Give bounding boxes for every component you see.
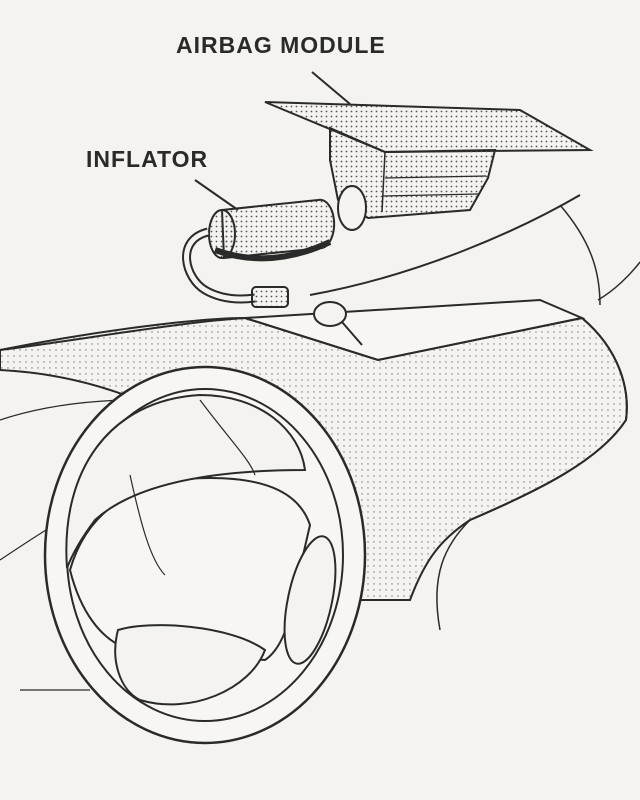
airbag-module-housing — [329, 126, 497, 220]
airbag-module-label: AIRBAG MODULE — [176, 32, 386, 58]
inflator-label: INFLATOR — [86, 146, 209, 172]
inflator-leader-line — [194, 179, 239, 211]
airbag-module-leader-line — [311, 71, 351, 105]
harness-connector — [251, 286, 289, 308]
airbag-module-lid — [264, 101, 594, 154]
